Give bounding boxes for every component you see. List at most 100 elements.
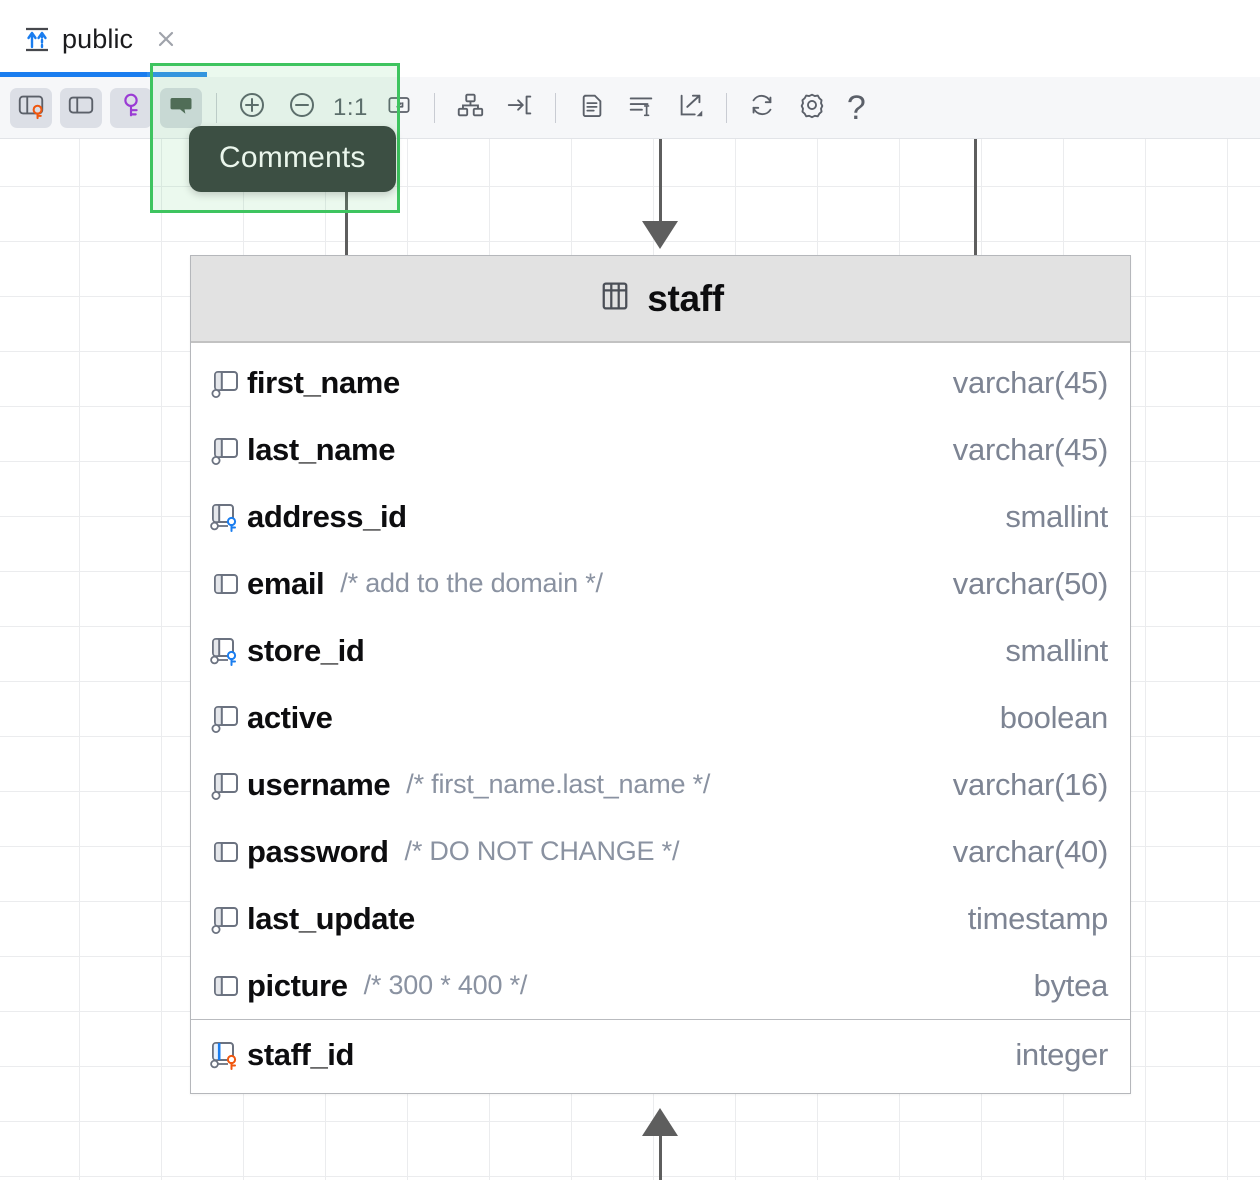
column-name: username [247,766,391,802]
split-panel-icon [66,90,96,125]
tab-active-underline [0,72,207,77]
connector-top-center-arrowhead [642,221,678,249]
column-name: store_id [247,632,365,668]
connector-bottom-arrowhead [642,1108,678,1136]
edit-text-button[interactable] [620,88,662,128]
column-name: email [247,565,325,601]
connector-top-right [974,139,977,255]
column-name: first_name [247,364,400,400]
column-nullable-fk-icon [205,497,247,537]
column-icon [205,832,247,872]
diagram-toolbar: 1:1 [0,77,1260,139]
table-row[interactable]: password /* DO NOT CHANGE */ varchar(40) [191,818,1130,885]
table-row[interactable]: email /* add to the domain */ varchar(50… [191,550,1130,617]
toolbar-divider-3 [554,92,556,123]
column-icon [205,564,247,604]
export-arrow-icon [676,90,706,125]
copy-button[interactable] [570,88,612,128]
table-row[interactable]: username /* first_name.last_name */ varc… [191,751,1130,818]
settings-button[interactable] [791,88,833,128]
column-nullable-icon [205,698,247,738]
column-name: active [247,699,333,735]
table-columns-key-icon [16,90,46,125]
comments-tooltip: Comments [189,126,396,192]
zoom-reset-button[interactable]: 1:1 [333,93,368,121]
collapse-button[interactable] [499,88,541,128]
column-type: varchar(50) [952,565,1109,601]
table-header[interactable]: staff [191,256,1130,343]
layout-button[interactable] [449,88,491,128]
column-nullable-icon [205,430,247,470]
column-type: integer [1015,1036,1108,1072]
column-type: varchar(45) [952,431,1109,467]
table-node-staff[interactable]: staff first_name varchar(45) [190,255,1131,1094]
diagram-sync-icon [22,24,52,54]
toolbar-divider-4 [725,92,727,123]
show-comments-button[interactable] [160,87,202,128]
column-name: address_id [247,498,407,534]
table-row[interactable]: last_name varchar(45) [191,416,1130,483]
arrow-into-bracket-icon [505,90,535,125]
column-nullable-icon [205,899,247,939]
column-comment: /* 300 * 400 */ [363,970,528,1000]
table-row[interactable]: last_update timestamp [191,885,1130,952]
show-keys-button[interactable] [110,87,152,128]
table-row[interactable]: picture /* 300 * 400 */ bytea [191,952,1130,1019]
column-nullable-fk-icon [205,631,247,671]
column-type: smallint [1005,632,1108,668]
fit-screen-icon [385,91,413,124]
tab-public[interactable]: public [14,16,185,62]
column-comment: /* first_name.last_name */ [406,769,711,799]
column-type: varchar(16) [952,766,1109,802]
plus-circle-icon [236,89,268,126]
close-icon[interactable] [155,28,177,50]
gear-icon [797,90,827,125]
table-row[interactable]: store_id smallint [191,617,1130,684]
hierarchy-icon [455,90,485,125]
table-columns-list: first_name varchar(45) last_name varchar… [191,343,1130,1093]
column-name: last_name [247,431,396,467]
zoom-out-button[interactable] [281,88,323,128]
column-comment: /* DO NOT CHANGE */ [404,836,680,866]
toolbar-divider-1 [216,92,217,123]
tab-label: public [62,23,134,54]
zoom-in-button[interactable] [231,88,273,128]
refresh-button[interactable] [741,88,783,128]
table-row[interactable]: active boolean [191,684,1130,751]
column-type: boolean [999,699,1109,735]
table-name: staff [647,277,724,319]
show-columns-button[interactable] [10,87,52,128]
help-button[interactable]: ? [846,88,866,127]
table-row[interactable]: address_id smallint [191,483,1130,550]
fit-content-button[interactable] [378,88,420,128]
connector-top-center [659,139,662,221]
column-type: smallint [1005,498,1108,534]
column-type: varchar(40) [952,833,1109,869]
column-name: staff_id [247,1036,355,1072]
column-name: picture [247,967,348,1003]
column-type: bytea [1033,967,1109,1003]
show-split-button[interactable] [60,87,102,128]
column-type: timestamp [967,900,1109,936]
column-type: varchar(45) [952,364,1109,400]
column-icon [205,966,247,1006]
column-nullable-icon [205,363,247,403]
refresh-icon [747,90,777,125]
column-name: password [247,833,389,869]
column-name: last_update [247,900,415,936]
comment-bubble-icon [167,91,195,124]
table-grid-icon [597,278,633,319]
column-comment: /* add to the domain */ [340,568,603,598]
table-row-primary-key[interactable]: staff_id integer [191,1019,1130,1089]
tab-strip: public [0,0,1260,77]
toolbar-divider-2 [433,92,435,123]
minus-circle-icon [286,89,318,126]
column-nullable-icon [205,765,247,805]
connector-top-left [345,139,348,255]
export-button[interactable] [670,88,712,128]
column-primary-key-icon [205,1035,247,1075]
table-row[interactable]: first_name varchar(45) [191,349,1130,416]
text-lines-cursor-icon [626,90,656,125]
connector-bottom [659,1135,662,1180]
